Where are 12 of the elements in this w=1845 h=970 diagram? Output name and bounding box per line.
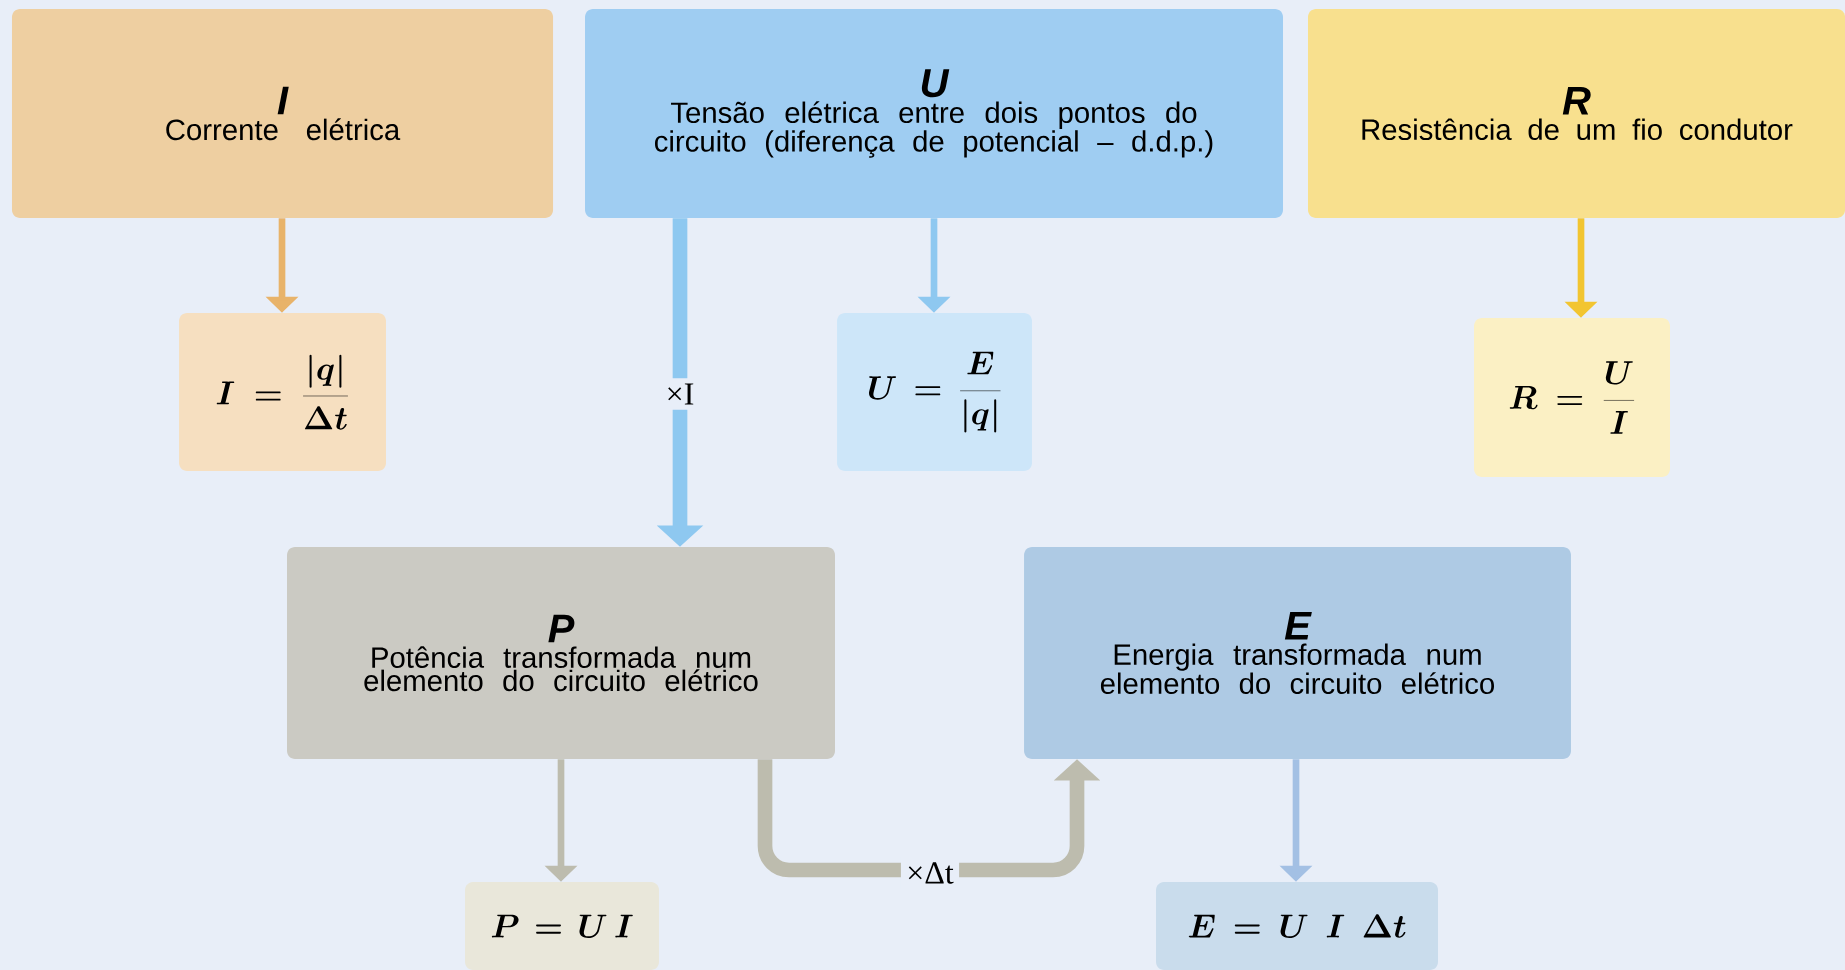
edge-label: ×I [660,378,700,410]
concept-box: E Energia transformada num elemento do circuito elétrico [1024,547,1571,759]
concept-box: P Potência transformada num elemento do circuito elétrico [287,547,835,759]
formula-box: $I = \frac{|q|}{\Delta t}$ [179,313,386,471]
edge-label: ×Δt [900,856,960,890]
formula-box: $P = U\,I$ [465,882,659,970]
formula-box: $E = U\;I\;\Delta t$ [1156,882,1438,970]
formula-box: $R = \frac{U}{I}$ [1474,318,1670,477]
formula-box: $U = \frac{E}{|q|}$ [837,313,1032,471]
concept-box: R Resistência de um fio condutor [1308,8,1845,219]
concept-box: I Corrente elétrica [12,8,554,219]
concept-box: U Tensão elétrica entre dois pontos do circuito (diferença de potencial – d.d.p.) [585,8,1283,219]
